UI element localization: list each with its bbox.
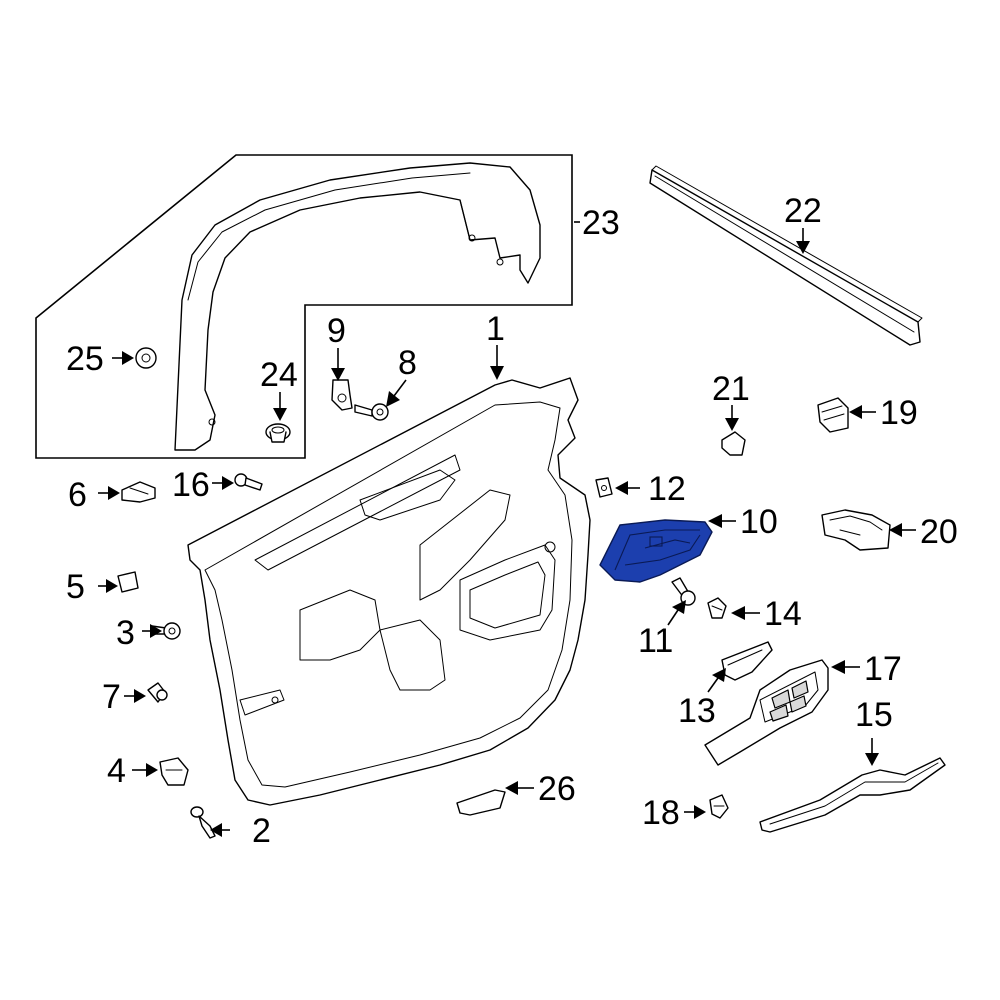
part-2-bolt[interactable] xyxy=(190,806,216,839)
part-18-clip[interactable] xyxy=(709,794,729,819)
callout-1: 1 xyxy=(486,310,505,348)
part-19-switch[interactable] xyxy=(817,397,849,433)
callout-9: 9 xyxy=(327,312,346,350)
callout-20: 20 xyxy=(920,513,958,551)
callout-26: 26 xyxy=(538,770,576,808)
part-15-trim-strip[interactable] xyxy=(759,757,946,833)
part-17-switch-bezel[interactable] xyxy=(704,659,829,766)
part-12-clip[interactable] xyxy=(595,477,613,498)
callout-2: 2 xyxy=(252,812,271,850)
callout-3: 3 xyxy=(116,614,135,652)
part-13-cover[interactable] xyxy=(721,641,773,681)
part-14-clip[interactable] xyxy=(707,597,727,619)
part-7-push-pin[interactable] xyxy=(147,682,168,703)
part-8-bolt[interactable] xyxy=(354,403,389,421)
callout-23: 23 xyxy=(582,204,620,242)
part-6-clip[interactable] xyxy=(121,481,156,503)
callout-10: 10 xyxy=(740,503,778,541)
callout-16: 16 xyxy=(172,466,210,504)
part-22-belt-weatherstrip[interactable] xyxy=(649,165,923,346)
callout-14: 14 xyxy=(764,595,802,633)
callout-19: 19 xyxy=(880,394,918,432)
part-10-inside-handle[interactable] xyxy=(599,519,713,583)
callout-4: 4 xyxy=(107,752,126,790)
part-11-screw[interactable] xyxy=(671,577,696,606)
callout-22: 22 xyxy=(784,192,822,230)
part-21-cap[interactable] xyxy=(721,431,746,456)
callout-25: 25 xyxy=(66,340,104,378)
callout-8: 8 xyxy=(398,344,417,382)
callouts: 1 2 3 4 5 6 7 8 9 10 11 12 13 14 15 16 1… xyxy=(66,192,958,850)
callout-6: 6 xyxy=(68,476,87,514)
assembly-frame-23 xyxy=(35,154,573,459)
part-16-screw[interactable] xyxy=(234,473,263,491)
callout-24: 24 xyxy=(260,356,298,394)
part-9-bracket[interactable] xyxy=(331,379,353,411)
callout-21: 21 xyxy=(712,370,750,408)
part-26-trim-piece[interactable] xyxy=(456,789,506,816)
callout-5: 5 xyxy=(66,568,85,606)
callout-15: 15 xyxy=(855,696,893,734)
leader-lines xyxy=(98,221,916,837)
callout-13: 13 xyxy=(678,692,716,730)
part-4-clip[interactable] xyxy=(159,757,189,786)
part-23-frame-molding[interactable] xyxy=(174,162,541,451)
callout-11: 11 xyxy=(638,622,673,660)
part-20-switch-bracket[interactable] xyxy=(821,509,891,551)
part-25-washer[interactable] xyxy=(135,347,157,369)
part-1-door-trim-panel[interactable] xyxy=(187,377,591,806)
part-24-push-clip[interactable] xyxy=(265,423,291,443)
part-5-clip[interactable] xyxy=(117,571,139,593)
callout-17: 17 xyxy=(864,650,902,688)
callout-18: 18 xyxy=(642,794,680,832)
callout-12: 12 xyxy=(648,470,686,508)
callout-7: 7 xyxy=(102,678,121,716)
